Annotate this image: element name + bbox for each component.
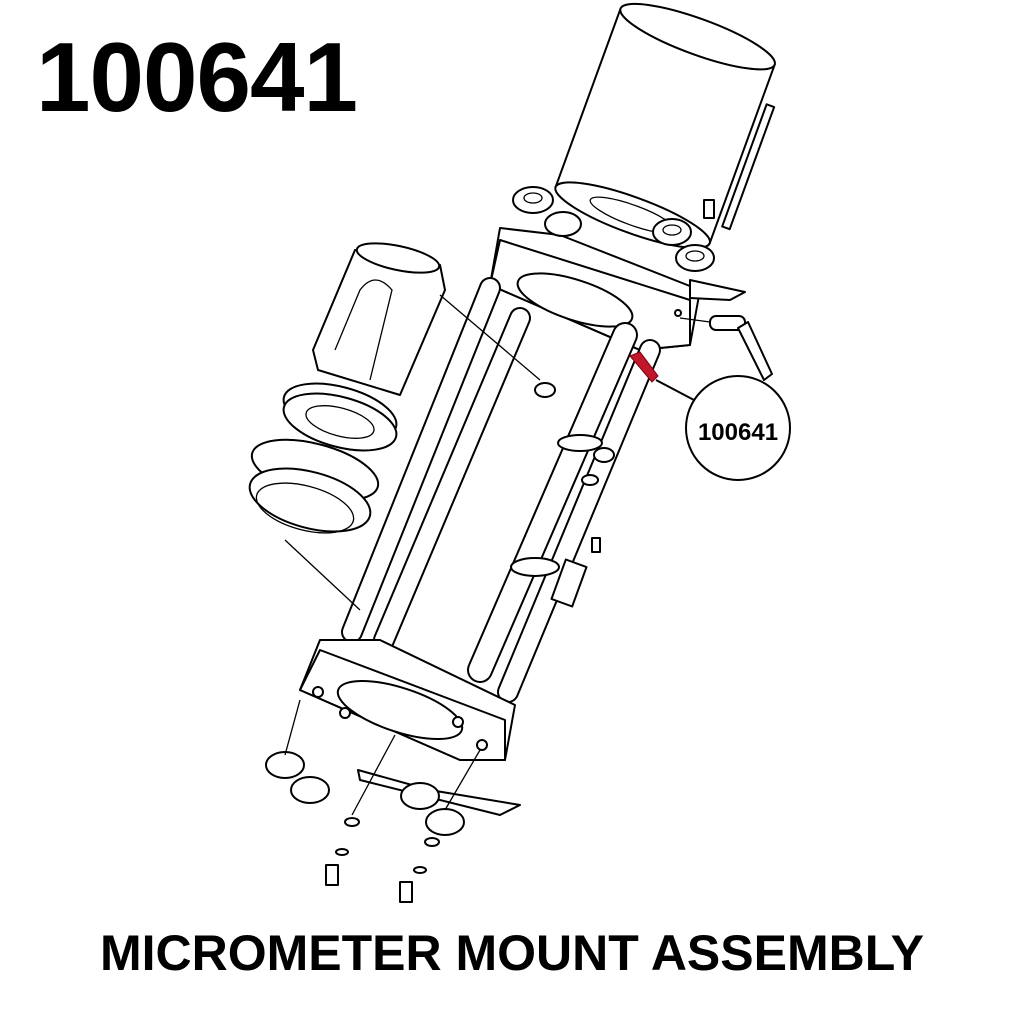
part-number-title: 100641 xyxy=(36,22,358,132)
lock-lever xyxy=(679,315,773,381)
u-bracket xyxy=(312,242,446,396)
assembly-guide-lines xyxy=(284,294,541,816)
bottom-mounting-plate xyxy=(299,639,521,816)
highlighted-part-100641 xyxy=(629,351,659,383)
spacer-rings xyxy=(248,382,398,534)
callout-circle xyxy=(685,375,791,481)
top-nuts xyxy=(512,186,715,272)
bottom-nuts xyxy=(265,751,465,836)
bottom-screws xyxy=(325,817,440,903)
callout-label: 100641 xyxy=(698,419,778,446)
guide-rods xyxy=(341,277,661,703)
callout-leader-line xyxy=(655,379,695,401)
micrometer-motor-cylinder xyxy=(554,2,776,249)
assembly-caption: MICROMETER MOUNT ASSEMBLY xyxy=(99,925,925,981)
rod-clamps xyxy=(510,382,615,608)
